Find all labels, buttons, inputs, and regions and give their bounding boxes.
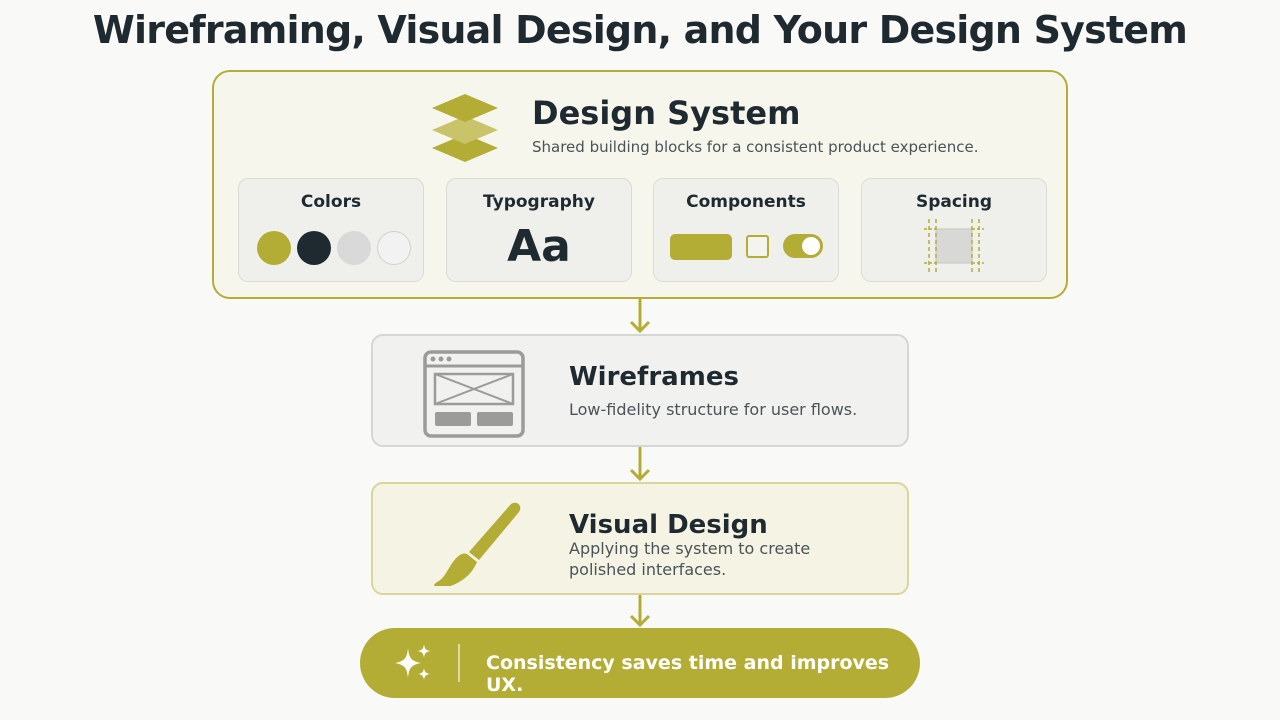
components-card: Components [653, 178, 839, 282]
colors-card: Colors [238, 178, 424, 282]
banner-divider [458, 644, 460, 682]
stacked-layers-icon [432, 94, 498, 162]
arrow-down-icon [629, 595, 651, 628]
sample-button-icon [670, 234, 732, 260]
spacing-card-title: Spacing [915, 192, 993, 212]
arrow-down-icon [629, 299, 651, 334]
paintbrush-icon [434, 502, 521, 586]
spacing-guides-icon [924, 219, 984, 273]
visual-design-title: Visual Design [569, 510, 768, 540]
typography-card: Typography Aa [446, 178, 632, 282]
sample-toggle-icon [783, 234, 823, 258]
color-swatch-olive [257, 231, 291, 265]
design-system-title: Design System [532, 94, 801, 132]
design-system-subtitle: Shared building blocks for a consistent … [532, 138, 979, 156]
design-system-panel: Design System Shared building blocks for… [212, 70, 1068, 299]
wireframes-step: Wireframes Low-fidelity structure for us… [371, 334, 909, 447]
visual-design-description: Applying the system to create polished i… [569, 539, 811, 579]
wireframes-title: Wireframes [569, 362, 739, 392]
color-swatch-light-gray [337, 231, 371, 265]
sample-checkbox-icon [746, 235, 769, 258]
sparkles-icon [395, 644, 431, 680]
color-swatch-dark [297, 231, 331, 265]
wireframes-description: Low-fidelity structure for user flows. [569, 400, 858, 419]
arrow-down-icon [629, 447, 651, 482]
typography-card-title: Typography [483, 192, 595, 212]
page-title: Wireframing, Visual Design, and Your Des… [92, 8, 1188, 52]
color-swatch-white [377, 231, 411, 265]
banner-text: Consistency saves time and improves UX. [486, 652, 890, 696]
color-swatches [257, 231, 411, 265]
typography-sample: Aa [507, 221, 571, 272]
components-card-title: Components [686, 192, 806, 212]
browser-wireframe-icon [423, 350, 525, 438]
colors-card-title: Colors [300, 192, 362, 212]
spacing-card: Spacing [861, 178, 1047, 282]
consistency-banner: Consistency saves time and improves UX. [360, 628, 920, 698]
visual-design-step: Visual Design Applying the system to cre… [371, 482, 909, 595]
